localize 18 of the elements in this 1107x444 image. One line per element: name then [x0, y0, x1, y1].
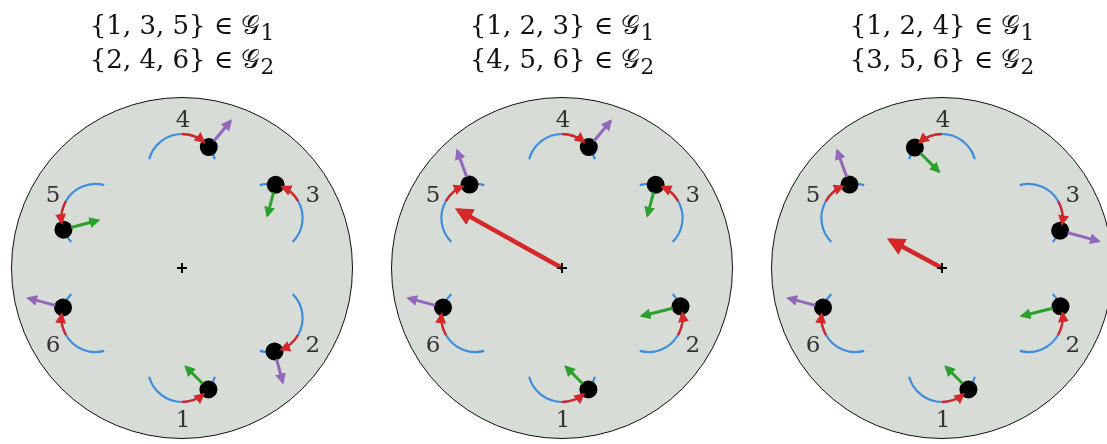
station-number: 3: [1065, 182, 1081, 206]
station-number: 2: [1065, 332, 1081, 356]
station-number: 1: [935, 407, 951, 431]
station-number: 4: [935, 107, 951, 131]
station-number: 2: [305, 332, 321, 356]
station-number: 5: [45, 182, 61, 206]
station-number: 1: [555, 407, 571, 431]
station-number: 6: [45, 332, 61, 356]
station-number: 1: [175, 407, 191, 431]
station-number: 3: [305, 182, 321, 206]
station-number: 4: [175, 107, 191, 131]
station-number: 6: [425, 332, 441, 356]
station-number: 4: [555, 107, 571, 131]
station-number: 5: [805, 182, 821, 206]
station-number: 5: [425, 182, 441, 206]
station-number: 3: [685, 182, 701, 206]
station-number: 2: [685, 332, 701, 356]
station-number: 6: [805, 332, 821, 356]
